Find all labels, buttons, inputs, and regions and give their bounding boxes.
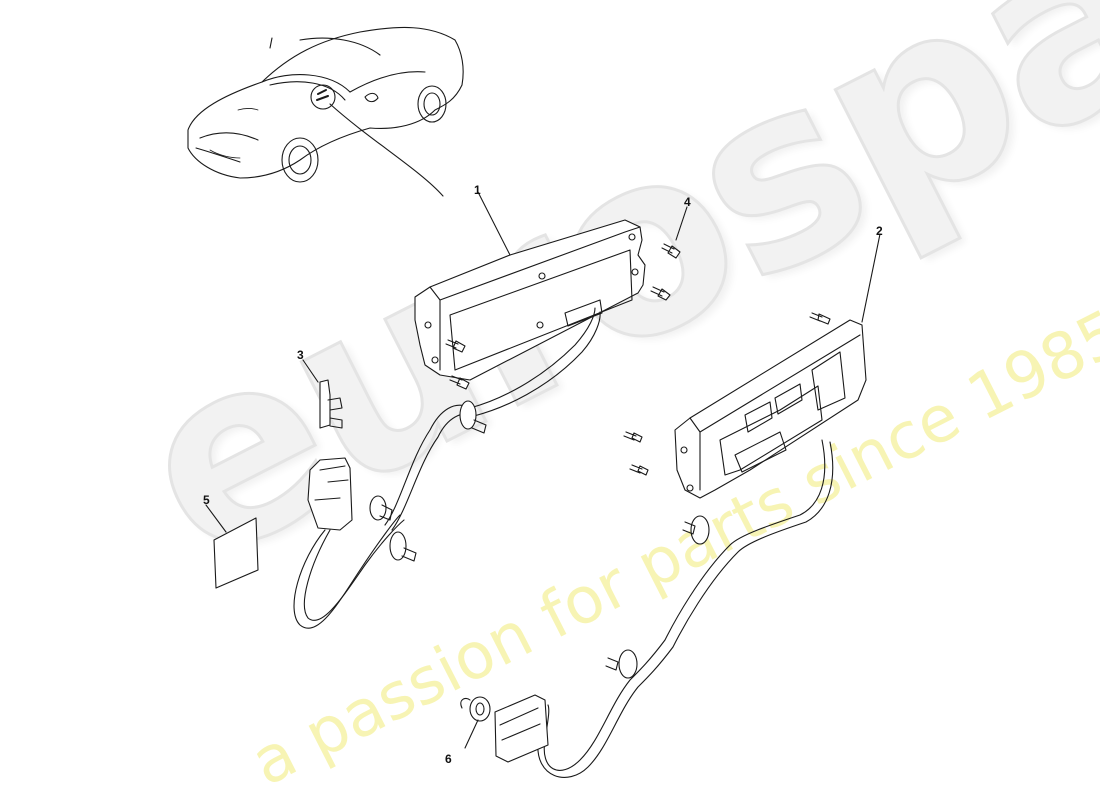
- callout-5: 5: [203, 493, 210, 507]
- leader-line-5: [205, 504, 227, 533]
- part-2-seat-switch: [623, 233, 881, 499]
- part-5-pad: [205, 504, 259, 589]
- harness-right: [494, 439, 834, 778]
- leader-line-4: [675, 206, 688, 241]
- leader-line-6: [464, 719, 479, 749]
- leader-line-2: [861, 233, 881, 323]
- car-illustration: [187, 26, 464, 197]
- part-1-control-module: [414, 191, 646, 381]
- part-3-clip: [302, 359, 343, 429]
- callout-1: 1: [474, 183, 481, 197]
- callout-6: 6: [445, 752, 452, 766]
- harness-left: [293, 307, 601, 629]
- part-4-screws: [445, 206, 688, 390]
- leader-line-3: [302, 359, 319, 383]
- part-6-clip: [460, 696, 491, 749]
- callout-2: 2: [876, 224, 883, 238]
- leader-line-inset: [329, 103, 444, 197]
- leader-line-1: [477, 191, 511, 256]
- callout-4: 4: [684, 195, 691, 209]
- callout-3: 3: [297, 348, 304, 362]
